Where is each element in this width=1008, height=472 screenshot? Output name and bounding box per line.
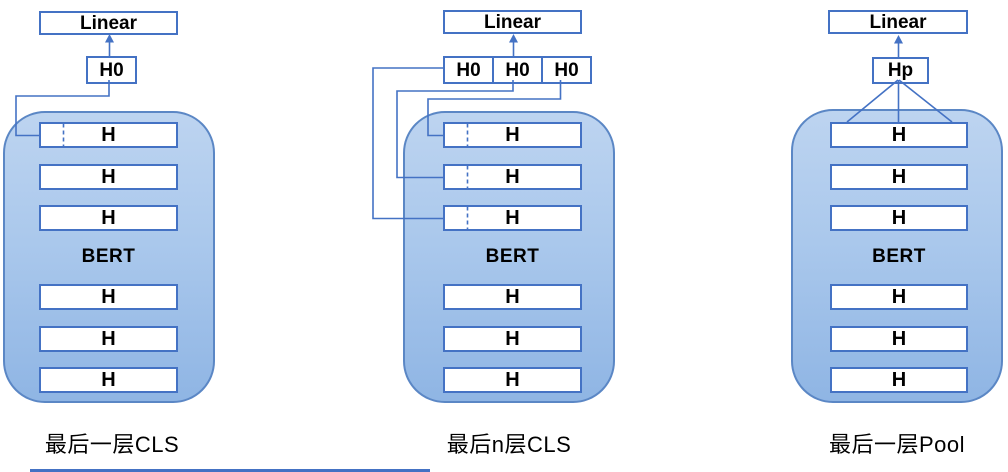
- hp-label: Hp: [887, 60, 914, 81]
- arrowhead-icon: [894, 35, 903, 44]
- h-label: H: [101, 328, 116, 350]
- bert-label: BERT: [485, 246, 540, 267]
- h0-label: H0: [456, 59, 481, 81]
- h-label: H: [101, 207, 116, 229]
- h0-box: H0: [541, 56, 592, 84]
- hidden-state-row: H: [830, 284, 968, 310]
- h-label: H: [505, 286, 520, 308]
- hidden-state-row: H: [830, 205, 968, 231]
- hidden-state-row: H: [39, 326, 178, 352]
- h-label: H: [891, 369, 907, 391]
- h-label: H: [101, 369, 116, 391]
- arrowhead-icon: [105, 34, 114, 43]
- h-label: H: [891, 328, 907, 350]
- linear-box: Linear: [39, 11, 178, 35]
- linear-label: Linear: [869, 11, 927, 33]
- h-label: H: [101, 286, 116, 308]
- hidden-state-row: H: [443, 164, 582, 190]
- h-label: H: [101, 124, 116, 146]
- hidden-state-row: H: [39, 122, 178, 148]
- h-label: H: [505, 124, 520, 146]
- h0-label: H0: [99, 59, 124, 81]
- h-label: H: [101, 166, 116, 188]
- h-label: H: [891, 124, 907, 146]
- arrowhead-icon: [509, 34, 518, 43]
- linear-box: Linear: [443, 10, 582, 34]
- diagram-caption: 最后一层Pool: [828, 432, 966, 457]
- h-label: H: [505, 207, 520, 229]
- hidden-state-row: H: [39, 164, 178, 190]
- h-label: H: [505, 369, 520, 391]
- diagram-caption: 最后n层CLS: [446, 432, 572, 457]
- h0-box: H0: [443, 56, 494, 84]
- bert-label: BERT: [81, 246, 136, 267]
- h0-label: H0: [554, 59, 579, 81]
- cropped-bottom-box-border: [30, 469, 430, 472]
- hidden-state-row: H: [830, 122, 968, 148]
- hidden-state-row: H: [39, 284, 178, 310]
- h-label: H: [891, 166, 907, 188]
- h-label: H: [891, 286, 907, 308]
- hidden-state-row: H: [830, 367, 968, 393]
- bert-label: BERT: [872, 246, 926, 267]
- pooled-vector-group: H0: [86, 56, 137, 84]
- hidden-state-row: H: [443, 122, 582, 148]
- h0-box: H0: [86, 56, 137, 84]
- diagram-caption: 最后一层CLS: [44, 432, 180, 457]
- pooled-vector-group: Hp: [872, 57, 929, 84]
- pooled-vector-group: H0 H0 H0: [443, 56, 592, 84]
- h0-label: H0: [505, 59, 530, 81]
- bert-container: [791, 109, 1003, 403]
- h0-box: H0: [492, 56, 543, 84]
- bert-container: [3, 111, 215, 403]
- hidden-state-row: H: [830, 164, 968, 190]
- hidden-state-row: H: [830, 326, 968, 352]
- hidden-state-row: H: [39, 367, 178, 393]
- h-label: H: [891, 207, 907, 229]
- hp-box: Hp: [872, 57, 929, 84]
- hidden-state-row: H: [39, 205, 178, 231]
- hidden-state-row: H: [443, 367, 582, 393]
- h-label: H: [505, 328, 520, 350]
- h-label: H: [505, 166, 520, 188]
- linear-label: Linear: [483, 11, 542, 33]
- hidden-state-row: H: [443, 205, 582, 231]
- linear-box: Linear: [828, 10, 968, 34]
- hidden-state-row: H: [443, 284, 582, 310]
- hidden-state-row: H: [443, 326, 582, 352]
- linear-label: Linear: [79, 12, 138, 34]
